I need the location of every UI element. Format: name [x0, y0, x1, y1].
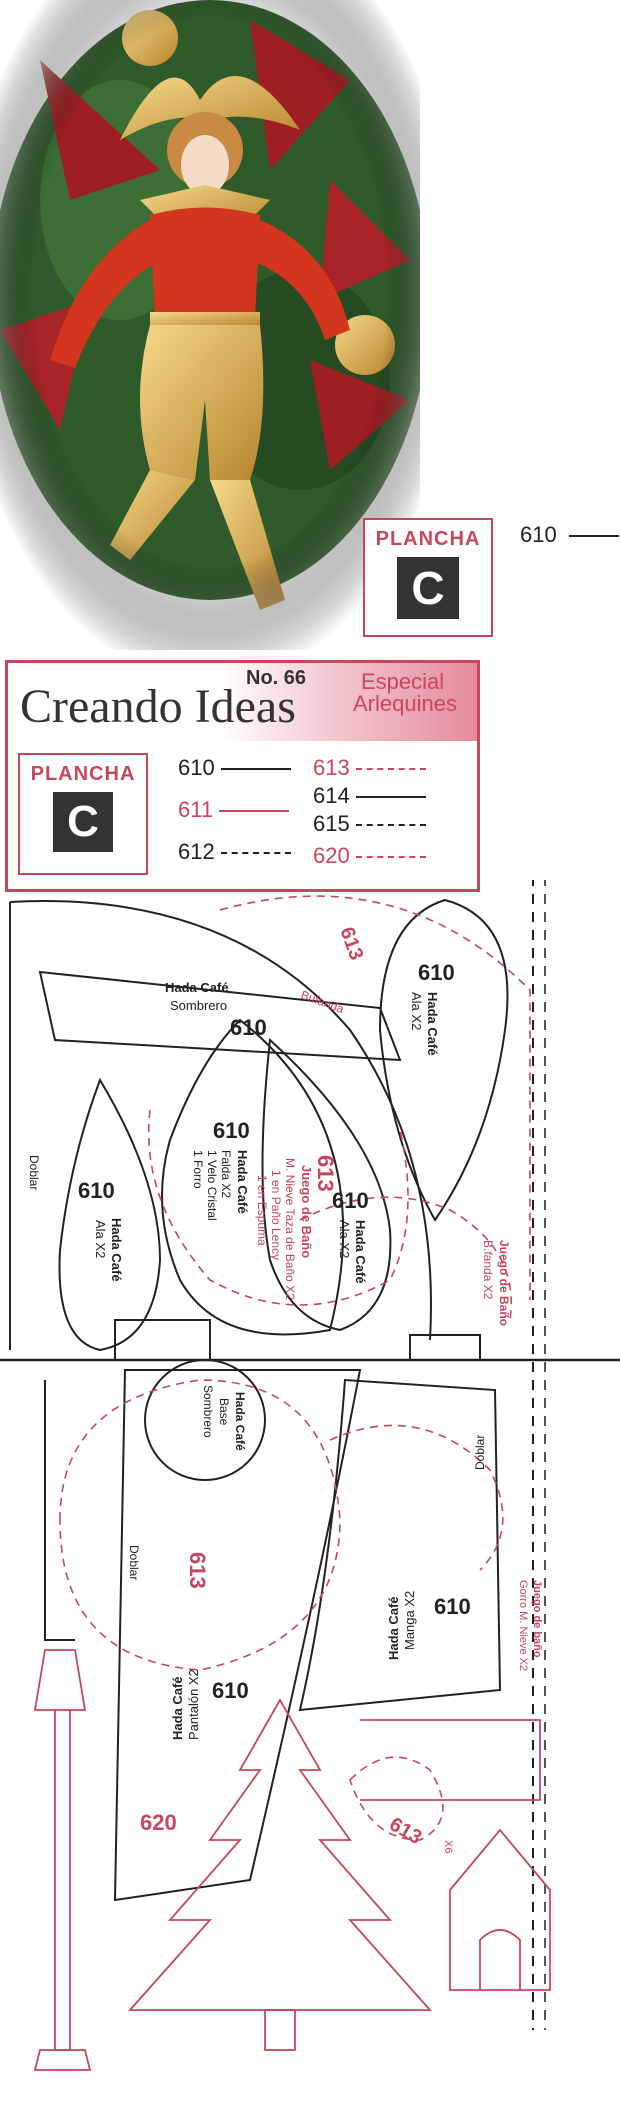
product-photo	[0, 0, 420, 650]
pattern-label: 1 Forro	[191, 1150, 205, 1189]
solid-line-sample	[568, 535, 619, 538]
pattern-label: Hada Café	[109, 1218, 124, 1282]
ala-mid	[261, 1037, 392, 1332]
pattern-label: Ala X2	[409, 992, 424, 1030]
pattern-label: Hada Café	[386, 1596, 401, 1660]
ala-right-code: 610	[418, 960, 455, 985]
sombrero-band	[38, 970, 402, 1062]
pattern-label: Hada Café	[170, 1676, 185, 1740]
pattern-label: Gorro M. Nieve X2	[517, 1580, 529, 1671]
ala-left	[58, 1077, 162, 1352]
pattern-label: Hada Café	[353, 1220, 368, 1284]
plancha-badge: PLANCHA C	[18, 753, 148, 875]
top-legend-610: 610	[520, 522, 620, 548]
plancha-letter: C	[397, 557, 459, 619]
doblar-label-2: Doblar	[127, 1545, 141, 1580]
pantalon-code: 610	[212, 1678, 249, 1703]
pattern-label: Base	[217, 1398, 231, 1426]
ala-mid-code: 610	[332, 1188, 369, 1213]
pattern-label: Sombrero	[201, 1385, 215, 1438]
issue-number: No. 66	[246, 667, 307, 689]
pattern-label: Pantalón X2	[186, 1669, 201, 1740]
house-drawing	[360, 1719, 551, 1991]
pattern-label: 1 en Espuma	[255, 1175, 269, 1246]
manga-code: 610	[434, 1594, 471, 1619]
pattern-label: Juego de Baño	[497, 1240, 511, 1326]
pattern-label: 1 Velo Cristal	[205, 1150, 219, 1221]
legend-620: 620	[313, 843, 426, 869]
pantalon	[113, 1369, 362, 1902]
pattern-label: B.fanda X2	[481, 1240, 495, 1300]
doblar-label-3: Doblar	[473, 1435, 487, 1470]
doblar-label-1: Doblar	[27, 1155, 41, 1190]
header-bar	[8, 663, 477, 741]
pattern-label: Ala X2	[93, 1220, 108, 1258]
pattern-sheet-header: Creando Ideas No. 66 Especial Arlequines…	[5, 660, 480, 892]
sombrero-part: Sombrero	[170, 998, 227, 1013]
pattern-label: Hada Café	[235, 1150, 250, 1214]
pattern-label: Manga X2	[402, 1591, 417, 1650]
falda	[161, 1018, 345, 1336]
pattern-label: Hada Café	[425, 992, 440, 1056]
sombrero-arc	[9, 900, 432, 1341]
christmas-tree-drawing	[127, 1698, 433, 2051]
plancha-label: PLANCHA	[375, 528, 481, 550]
plancha-badge-top: PLANCHA C	[363, 518, 493, 637]
code-613-bottom: 613	[386, 1813, 426, 1849]
juego-code: 613	[313, 1155, 338, 1192]
sewing-pattern-sheet: Hada Café Sombrero 610 610 Hada Café Ala…	[0, 880, 620, 2071]
code-620: 620	[140, 1810, 177, 1835]
legend-610: 610	[178, 755, 291, 781]
pattern-label: Juego de baño	[531, 1580, 543, 1658]
legend-613: 613	[313, 755, 426, 781]
legend-615: 615	[313, 811, 426, 837]
ala-left-code: 610	[78, 1178, 115, 1203]
pattern-label: Juego de Baño	[299, 1165, 314, 1258]
pattern-label: Hada Café	[233, 1392, 247, 1451]
magazine-title: Creando Ideas	[20, 680, 296, 733]
ala-right	[378, 898, 509, 1222]
special-edition: Especial Arlequines	[353, 669, 457, 716]
pattern-label: Ala X2	[337, 1220, 352, 1258]
sombrero-name: Hada Café	[165, 980, 229, 995]
pattern-label: M. Nieve Taza de Baño X2	[283, 1158, 297, 1300]
manga	[298, 1378, 502, 1712]
falda-code: 610	[213, 1118, 250, 1143]
pattern-label: Falda X2	[219, 1150, 233, 1198]
sombrero-code: 610	[230, 1015, 267, 1040]
code-613-center: 613	[185, 1552, 210, 1589]
legend-612: 612	[178, 839, 291, 865]
lamp-post-drawing	[33, 1649, 92, 2071]
pattern-label: 1 en Paño Lency	[269, 1170, 283, 1260]
harlequin-doll-illustration	[0, 0, 420, 650]
legend-611: 611	[178, 797, 290, 823]
legend-614: 614	[313, 783, 426, 809]
pattern-label: 613	[335, 924, 367, 963]
bufanda-label: Bufanda	[299, 988, 346, 1017]
pattern-label: X6	[442, 1840, 454, 1853]
